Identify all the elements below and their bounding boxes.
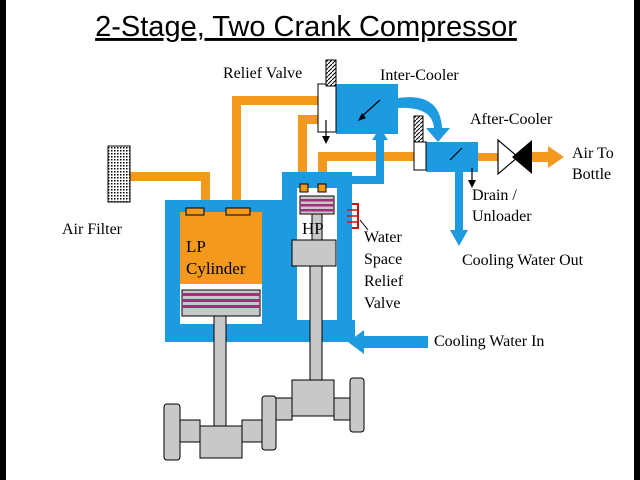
hp-inlet-valve [299, 183, 309, 193]
inter-cooler-header [317, 83, 337, 133]
label-air-to: Air To [572, 145, 614, 162]
water-relief-pointer [359, 219, 369, 231]
label-unloader: Unloader [472, 208, 532, 225]
label-cylinder: Cylinder [186, 259, 246, 278]
air-to-bottle-arrow-icon [532, 146, 564, 168]
lp-piston-ring-1 [182, 293, 260, 296]
hp-to-aftercooler-pipe [318, 152, 416, 161]
valve-left-half [497, 138, 519, 176]
lp-connecting-rod [213, 315, 227, 429]
intercooler-to-aftercooler-water-pipe [398, 97, 450, 142]
inter-cooler-drain-arrow-icon [322, 136, 330, 144]
label-air-filter: Air Filter [62, 221, 123, 238]
after-cooler-relief-valve [413, 115, 424, 143]
lp-inlet-pipe [201, 172, 210, 212]
aftercooler-to-valve-pipe [478, 153, 498, 161]
label-bottle: Bottle [572, 166, 611, 183]
left-border-bar [0, 0, 6, 480]
inter-cooler [336, 84, 398, 134]
hp-piston-ring-1 [300, 199, 334, 202]
crank-journal-2 [241, 419, 263, 443]
lp-crank-pin [199, 425, 243, 459]
crank-journal-4 [333, 397, 351, 421]
after-cooler-pointer [449, 147, 463, 161]
hp-crank-pin [291, 379, 335, 417]
hp-crosshead [291, 239, 337, 267]
crank-web-1 [163, 403, 181, 461]
lp-inlet-valve [185, 207, 205, 216]
right-border-bar [634, 0, 640, 480]
lp-cylinder-chamber [180, 212, 262, 284]
water-jacket-outlet-pipe [352, 176, 384, 184]
label-cooling-water-in: Cooling Water In [434, 333, 544, 350]
inter-cooler-pointer-tip [358, 113, 366, 121]
intercooler-to-hp-pipe-b [298, 115, 307, 187]
hp-piston-rod [311, 213, 323, 241]
intercooler-to-hp-pipe-a [298, 115, 328, 124]
label-water-space-1: Water [364, 229, 402, 246]
label-water-space-3: Relief [364, 273, 404, 290]
hp-piston-ring-3 [300, 209, 334, 212]
crank-web-2 [261, 395, 277, 451]
label-water-space-2: Space [364, 251, 402, 268]
label-relief-valve: Relief Valve [223, 65, 302, 82]
lp-outlet-valve [225, 207, 251, 216]
hp-outlet-pipe [318, 152, 327, 188]
drain-arrow-icon [468, 180, 476, 188]
lp-piston-ring-3 [182, 305, 260, 308]
label-lp: LP [186, 237, 206, 256]
after-cooler [426, 142, 478, 172]
air-pipes [130, 96, 498, 212]
label-hp: HP [302, 219, 324, 238]
crank-journal-3 [275, 397, 293, 421]
hp-connecting-rod [309, 265, 323, 381]
label-cooling-water-out: Cooling Water Out [462, 252, 584, 269]
hp-piston-ring-2 [300, 204, 334, 207]
water-to-intercooler-pipe [376, 138, 384, 184]
page-title: 2-Stage, Two Crank Compressor [95, 11, 517, 43]
after-cooler-header [413, 141, 427, 171]
valve-right-half [512, 140, 532, 174]
lp-to-intercooler-pipe [232, 96, 324, 105]
label-inter-cooler: Inter-Cooler [380, 67, 459, 84]
lp-outlet-pipe [232, 96, 241, 212]
cooling-water-out-pipe [455, 162, 463, 232]
label-after-cooler: After-Cooler [470, 111, 553, 128]
label-drain: Drain / [472, 187, 517, 204]
hp-outlet-valve [317, 183, 327, 193]
crank-web-3 [349, 377, 365, 433]
air-filter-pipe [130, 172, 210, 181]
crank-journal-1 [179, 419, 201, 443]
label-water-space-4: Valve [364, 295, 400, 312]
relief-valve [325, 59, 337, 87]
lp-piston-ring-2 [182, 299, 260, 302]
air-filter [107, 145, 131, 203]
crankshaft [163, 377, 365, 461]
cooling-water-in-arrow-icon [348, 330, 428, 354]
cooling-water-out-arrow-icon [450, 230, 468, 246]
